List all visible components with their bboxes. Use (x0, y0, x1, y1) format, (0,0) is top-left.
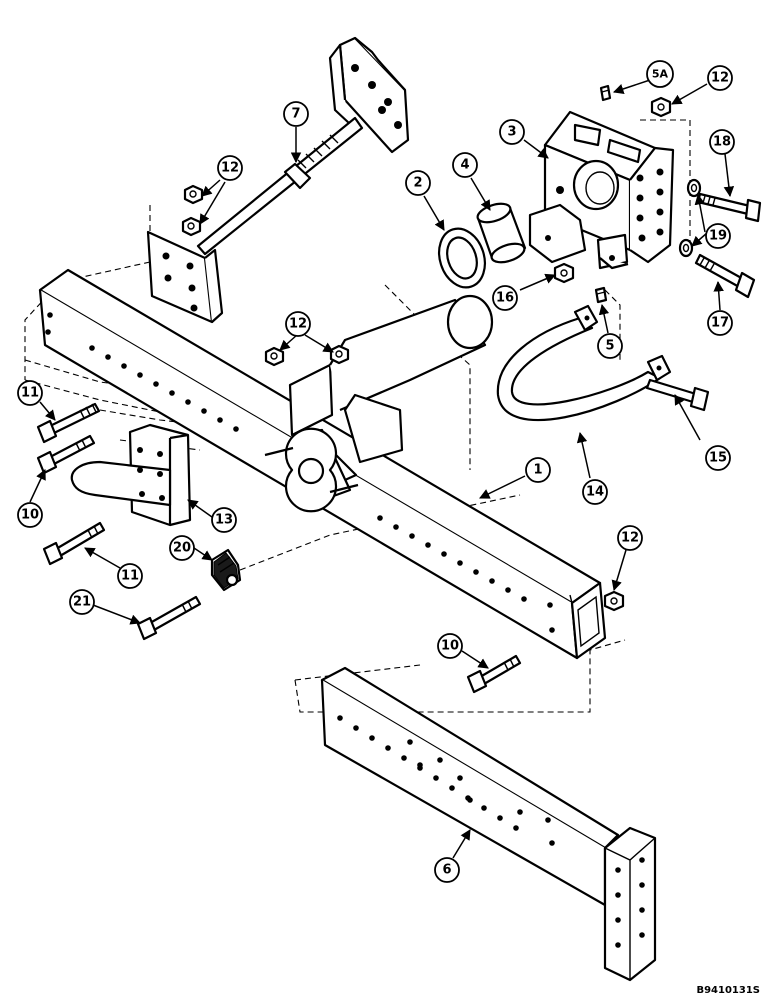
callout-10-label: 10 (21, 508, 39, 523)
part-16-nut (553, 262, 575, 284)
callout-17-label: 17 (711, 316, 729, 331)
part-2-washer (438, 227, 486, 289)
callout-7-label: 7 (291, 107, 300, 122)
part-18-bolt (696, 192, 762, 223)
callout-10-label: 10 (441, 639, 459, 654)
part-13-clevis (70, 423, 192, 527)
callout-2-label: 2 (413, 176, 422, 191)
callout-11-label: 11 (121, 569, 139, 584)
callout-12-label: 12 (221, 161, 239, 176)
leader-lines (29, 79, 735, 859)
callout-21-label: 21 (73, 595, 91, 610)
part-3-housing (528, 110, 675, 270)
callout-12-top-right: 12 (707, 65, 733, 91)
callout-16-label: 16 (496, 291, 514, 306)
part-10-bolt-left (36, 434, 96, 475)
part-5-grease-fitting (594, 286, 608, 304)
callout-14-label: 14 (586, 485, 604, 500)
part-6-extension (320, 666, 657, 982)
callout-13: 13 (211, 507, 237, 533)
callout-12-label: 12 (289, 317, 307, 332)
part-20-clip (210, 548, 242, 592)
callout-12-right: 12 (617, 525, 643, 551)
callout-16: 16 (492, 285, 518, 311)
callout-12-top-left: 12 (217, 155, 243, 181)
callout-12-label: 12 (621, 531, 639, 546)
callout-11-upper: 11 (17, 380, 43, 406)
callout-20: 20 (169, 535, 195, 561)
callout-10-middle: 10 (437, 633, 463, 659)
nuts-12-upper-left (181, 184, 204, 237)
callout-13-label: 13 (215, 513, 233, 528)
callout-7: 7 (283, 101, 309, 127)
callout-1: 1 (525, 457, 551, 483)
callout-3-label: 3 (507, 125, 516, 140)
callout-15: 15 (705, 445, 731, 471)
callout-14: 14 (582, 479, 608, 505)
callout-15-label: 15 (709, 451, 727, 466)
part-5a-grease-fitting (599, 84, 612, 102)
nut-12-upper-right (650, 96, 672, 118)
part-6-holes (337, 715, 645, 948)
callout-21: 21 (69, 589, 95, 615)
drawing-code: B9410131S (696, 985, 760, 996)
part-7-mount-plate (146, 230, 224, 324)
callout-19-label: 19 (709, 229, 727, 244)
callout-5a-label: 5A (652, 68, 669, 81)
part-7-screw-assembly (196, 36, 410, 256)
part-10-bolt-middle (466, 654, 522, 694)
callout-4-label: 4 (460, 158, 469, 173)
callout-18-label: 18 (713, 135, 731, 150)
part-19-washers (678, 178, 702, 258)
callout-10-left: 10 (17, 502, 43, 528)
callout-6-label: 6 (442, 863, 451, 878)
part-1-pivot-post (264, 294, 494, 513)
callout-11-lower: 11 (117, 563, 143, 589)
callout-3: 3 (499, 119, 525, 145)
part-11-bolt-lower (42, 521, 106, 566)
callout-11-label: 11 (21, 386, 39, 401)
part-1-holes (45, 312, 555, 633)
callout-1-label: 1 (533, 463, 542, 478)
callout-5: 5 (597, 333, 623, 359)
callout-5-label: 5 (605, 339, 614, 354)
callout-20-label: 20 (173, 541, 191, 556)
callout-17: 17 (707, 310, 733, 336)
callout-5a: 5A (646, 60, 674, 88)
part-14-strap (496, 304, 672, 422)
part-17-bolt (694, 253, 756, 299)
nut-12-right (603, 590, 625, 612)
callout-6: 6 (434, 857, 460, 883)
callout-4: 4 (452, 152, 478, 178)
part-21-bolt (136, 595, 202, 641)
callout-19: 19 (705, 223, 731, 249)
callout-2: 2 (405, 170, 431, 196)
nuts-12-on-tube (264, 344, 350, 367)
part-15-bolt (645, 378, 710, 412)
callout-12-label: 12 (711, 71, 729, 86)
part-11-bolt-upper (36, 402, 101, 444)
callout-18: 18 (709, 129, 735, 155)
callout-12-tube: 12 (285, 311, 311, 337)
